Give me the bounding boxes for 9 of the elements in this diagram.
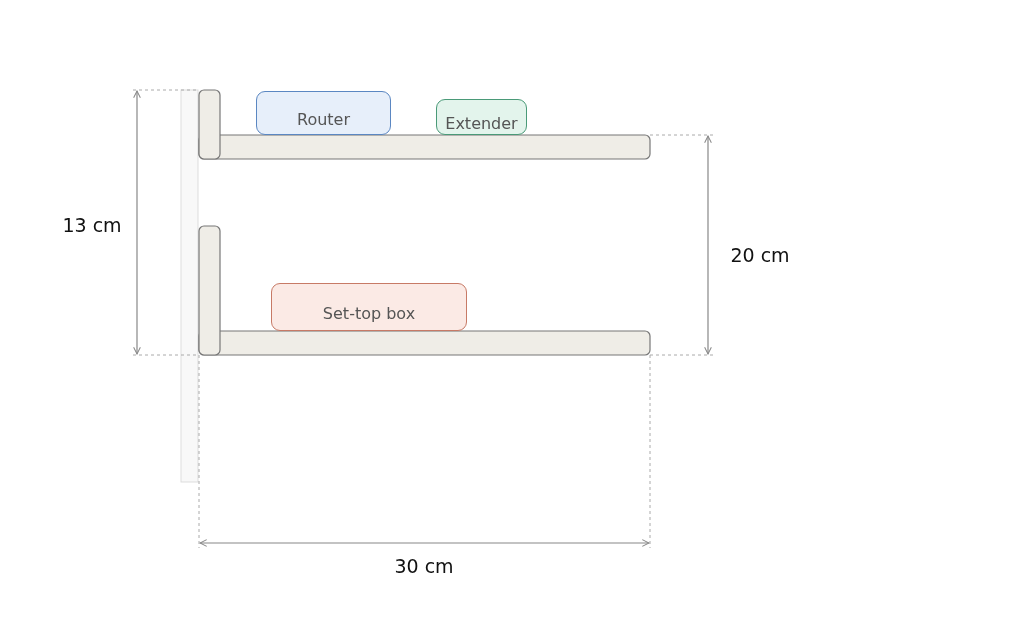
device-label: Set-top box <box>322 303 416 323</box>
dimension-label: 30 cm <box>394 555 454 577</box>
device-box <box>436 99 527 135</box>
device-box <box>271 283 467 331</box>
dimension-label: 13 cm <box>62 214 122 236</box>
device-label: Extender <box>445 113 518 133</box>
dimension-label: 20 cm <box>730 244 790 266</box>
device-box <box>256 91 391 135</box>
device-label: Router <box>297 109 350 129</box>
